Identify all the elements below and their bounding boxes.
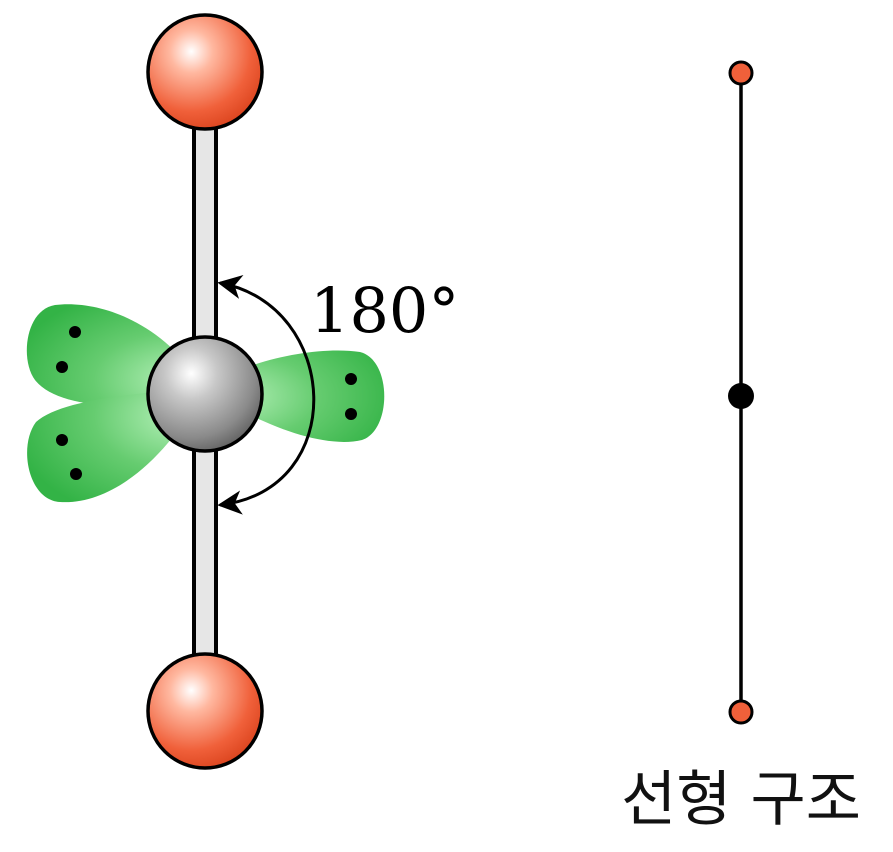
electron-dot	[345, 408, 357, 420]
structure-caption: 선형 구조	[621, 765, 861, 835]
bond-angle-arc	[217, 274, 316, 515]
terminal-atom-top	[146, 13, 264, 131]
electron-dot	[345, 373, 357, 385]
electron-dot	[69, 326, 81, 338]
electron-dot	[70, 468, 82, 480]
terminal-atom-bottom	[146, 652, 264, 770]
schematic-central-atom	[728, 383, 754, 409]
lower-bond	[192, 438, 218, 667]
electron-dot	[56, 434, 68, 446]
linear-structure-schematic	[728, 60, 754, 725]
lone-pair-electrons	[56, 326, 357, 480]
electron-dot	[56, 361, 68, 373]
schematic-terminal-atom-bottom	[728, 699, 754, 725]
schematic-terminal-atom-top	[728, 60, 754, 86]
upper-bond	[192, 116, 218, 350]
bond-angle-label: 180°	[310, 274, 459, 347]
central-atom	[146, 335, 264, 453]
